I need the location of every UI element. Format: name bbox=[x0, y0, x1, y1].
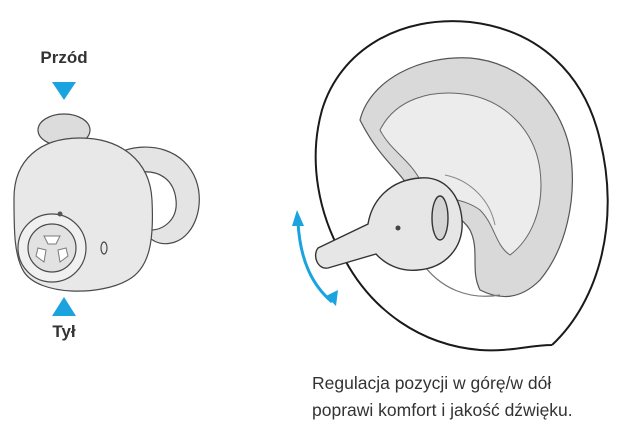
earbud-icon bbox=[14, 114, 199, 291]
caption-line-1: Regulacja pozycji w górę/w dół bbox=[312, 370, 632, 397]
back-label: Tył bbox=[0, 322, 128, 342]
adjust-arrow-up-icon bbox=[292, 210, 304, 226]
front-arrow-icon bbox=[52, 82, 76, 100]
ear-illustration bbox=[316, 21, 608, 350]
caption: Regulacja pozycji w górę/w dół poprawi k… bbox=[312, 370, 632, 424]
back-arrow-icon bbox=[52, 297, 76, 316]
caption-line-2: poprawi komfort i jakość dźwięku. bbox=[312, 397, 632, 424]
front-label: Przód bbox=[0, 48, 128, 68]
